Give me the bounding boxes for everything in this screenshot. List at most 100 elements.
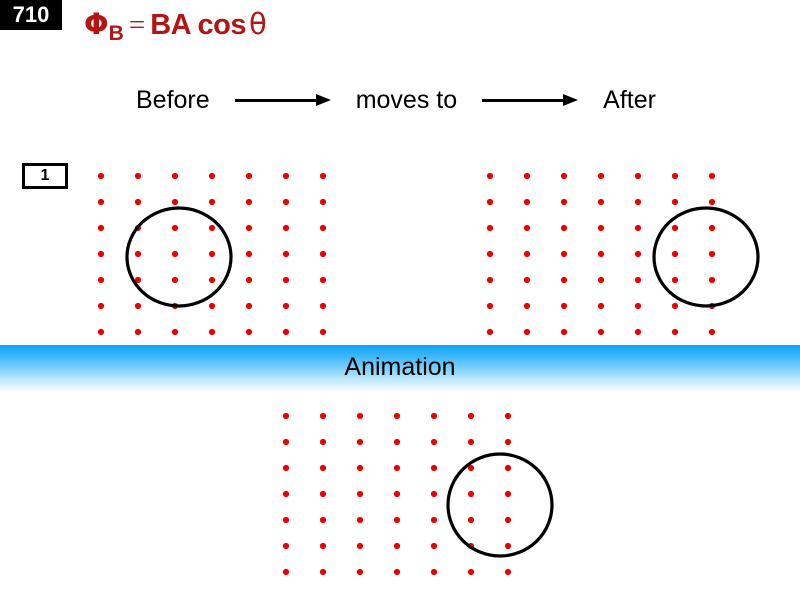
field-dot	[430, 464, 438, 472]
field-dot	[504, 438, 512, 446]
arrow-head	[315, 93, 331, 106]
step-number-marker: 1	[22, 163, 68, 189]
animation-banner[interactable]: Animation	[0, 345, 800, 393]
field-dot	[319, 250, 327, 258]
field-dot	[467, 464, 475, 472]
field-dot	[560, 172, 568, 180]
field-dot	[282, 438, 290, 446]
field-dot	[486, 328, 494, 336]
field-dot	[282, 276, 290, 284]
field-dot	[134, 328, 142, 336]
field-dot	[430, 568, 438, 576]
field-dot	[523, 328, 531, 336]
field-dot	[597, 172, 605, 180]
flow-sequence: Before moves to After	[136, 80, 656, 120]
field-dot	[208, 224, 216, 232]
field-dot	[467, 490, 475, 498]
arrow-shaft	[482, 99, 567, 102]
current-loop	[125, 206, 233, 308]
field-dot	[671, 172, 679, 180]
field-dot	[319, 172, 327, 180]
field-dot	[356, 464, 364, 472]
phi-subscript: B	[108, 21, 124, 45]
field-dot	[671, 250, 679, 258]
field-dot	[319, 276, 327, 284]
theta-symbol: θ	[249, 7, 267, 41]
field-dot	[134, 172, 142, 180]
field-dot	[319, 198, 327, 206]
field-dot	[430, 490, 438, 498]
field-dot	[486, 198, 494, 206]
field-dot	[97, 224, 105, 232]
animation-banner-label: Animation	[344, 353, 456, 381]
arrow-shaft	[234, 99, 319, 102]
field-dot	[208, 328, 216, 336]
current-loop	[652, 206, 760, 308]
field-dot	[430, 438, 438, 446]
field-dot	[245, 224, 253, 232]
field-dot	[356, 438, 364, 446]
field-dot	[671, 224, 679, 232]
field-dot	[208, 302, 216, 310]
after-label: After	[603, 85, 656, 114]
arrow-head	[563, 93, 579, 106]
field-dot	[245, 198, 253, 206]
field-dot	[634, 250, 642, 258]
field-dot	[560, 276, 568, 284]
field-dot	[504, 490, 512, 498]
field-dot	[430, 516, 438, 524]
field-dot	[597, 198, 605, 206]
field-dot	[171, 198, 179, 206]
field-dot	[356, 542, 364, 550]
field-dot	[171, 172, 179, 180]
field-dot	[467, 516, 475, 524]
field-dot	[467, 412, 475, 420]
field-dot	[504, 412, 512, 420]
field-dot	[560, 224, 568, 232]
field-dot	[634, 276, 642, 284]
field-dot	[523, 224, 531, 232]
right-arrow-icon	[234, 92, 331, 108]
field-dot	[319, 302, 327, 310]
field-dot	[282, 302, 290, 310]
field-dot	[282, 198, 290, 206]
field-dot	[319, 412, 327, 420]
field-dot	[523, 198, 531, 206]
field-dot	[486, 250, 494, 258]
field-dot	[634, 198, 642, 206]
field-dot	[319, 438, 327, 446]
field-dot	[393, 412, 401, 420]
phi-symbol: Φ	[84, 7, 109, 41]
field-dot	[356, 490, 364, 498]
field-dot	[134, 276, 142, 284]
field-panel-before	[85, 160, 345, 340]
field-dot	[97, 302, 105, 310]
field-dot	[245, 172, 253, 180]
slide-number-badge: 710	[0, 0, 62, 30]
field-dot	[282, 172, 290, 180]
field-dot	[597, 224, 605, 232]
dot-grid	[486, 172, 716, 336]
field-dot	[319, 568, 327, 576]
field-dot	[97, 328, 105, 336]
field-dot	[486, 224, 494, 232]
field-dot	[97, 250, 105, 258]
field-dot	[597, 250, 605, 258]
before-label: Before	[136, 85, 210, 114]
field-diagram-animation	[282, 412, 554, 576]
field-dot	[393, 490, 401, 498]
field-dot	[560, 328, 568, 336]
field-dot	[134, 198, 142, 206]
field-panel-animation	[270, 400, 570, 600]
field-dot	[708, 250, 716, 258]
field-dot	[282, 568, 290, 576]
field-dot	[597, 302, 605, 310]
field-dot	[319, 490, 327, 498]
field-dot	[523, 276, 531, 284]
field-dot	[282, 542, 290, 550]
field-dot	[245, 302, 253, 310]
field-dot	[282, 328, 290, 336]
current-loop	[446, 452, 554, 558]
field-dot	[282, 516, 290, 524]
field-dot	[319, 224, 327, 232]
